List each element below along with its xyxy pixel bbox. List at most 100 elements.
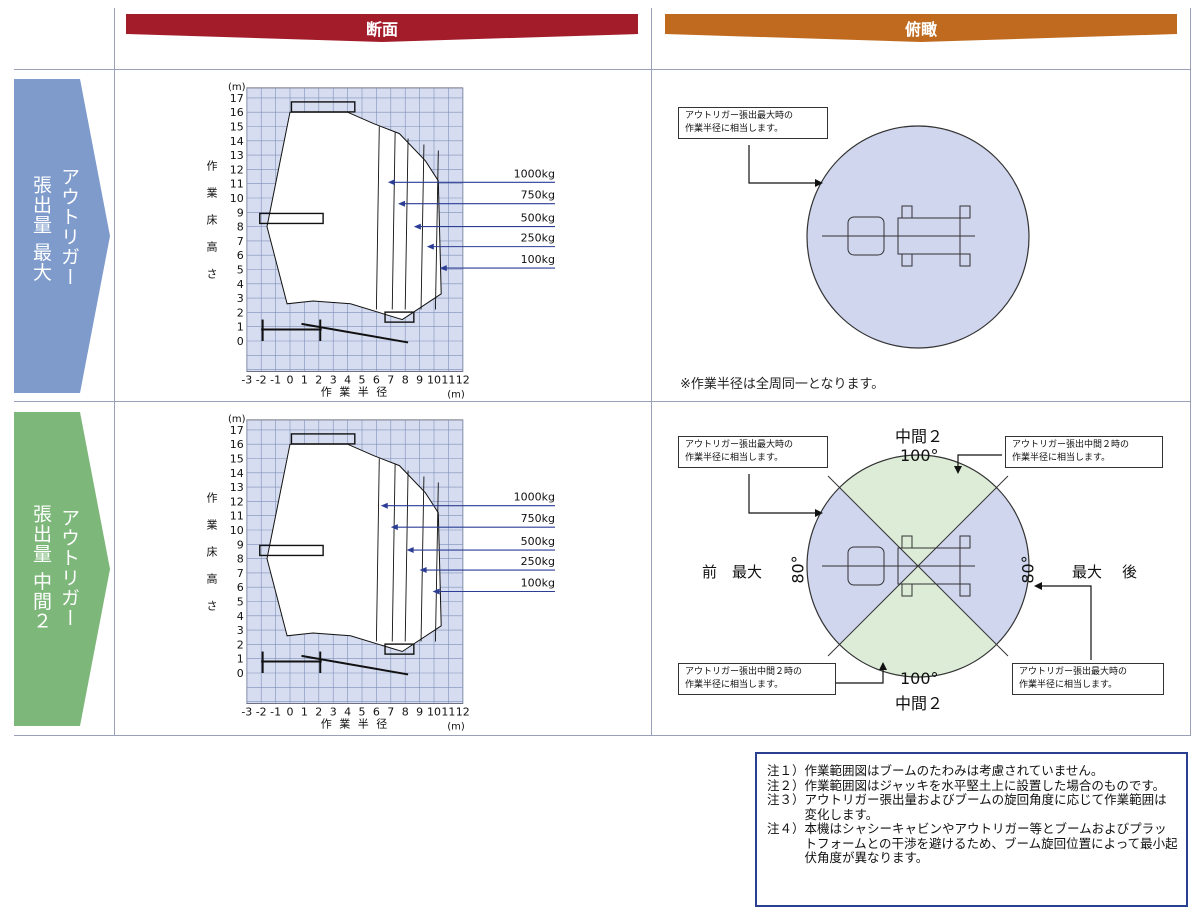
x-tick-label: 6 (373, 374, 380, 387)
y-unit: (m) (228, 82, 246, 93)
label-top-angle: 100° (900, 446, 939, 465)
table-hline-1 (14, 69, 1191, 70)
callout-tl-line2: 作業半径に相当します。 (685, 453, 784, 463)
x-unit: (m) (447, 390, 465, 400)
x-tick-label: 1 (301, 706, 308, 719)
callout-tr-line2: 作業半径に相当します。 (1012, 453, 1111, 463)
x-axis-label: 作 業 半 径 (321, 717, 390, 731)
label-bottom-mid: 中間２ (895, 694, 944, 713)
y-tick-label: 9 (237, 206, 244, 219)
y-tick-label: 2 (237, 306, 244, 319)
work-envelope (266, 443, 442, 653)
x-tick-label: -2 (256, 374, 267, 387)
load-arrow-head (413, 223, 421, 230)
load-label: 1000kg (514, 167, 555, 180)
y-tick-label: 10 (230, 192, 244, 205)
load-arrow-head (439, 265, 447, 272)
x-tick-label: 4 (344, 706, 351, 719)
y-tick-label: 1 (237, 653, 244, 666)
y-axis-label-char: さ (207, 599, 218, 612)
platform-basket (384, 643, 415, 655)
x-tick-label: -1 (270, 706, 281, 719)
y-tick-label: 11 (230, 510, 244, 523)
x-tick-label: 5 (359, 706, 366, 719)
y-tick-label: 7 (237, 235, 244, 248)
label-left-max: 最大 (732, 563, 763, 581)
y-tick-label: 11 (230, 178, 244, 191)
y-tick-label: 14 (230, 467, 244, 480)
y-tick-label: 17 (230, 424, 244, 437)
x-tick-label: 9 (416, 706, 423, 719)
row-mid-line1: アウトリガー (58, 508, 80, 628)
y-tick-label: 13 (230, 149, 244, 162)
y-tick-label: 6 (237, 249, 244, 262)
header-overhead: 俯瞰 (665, 14, 1177, 42)
y-tick-label: 0 (237, 335, 244, 348)
load-label: 250kg (521, 232, 555, 245)
x-tick-label: -3 (241, 374, 252, 387)
x-tick-label: 7 (387, 706, 394, 719)
callout-tl-line1: アウトリガー張出最大時の (685, 440, 794, 450)
y-tick-label: 4 (237, 278, 244, 291)
note-4: 注４）本機はシャシーキャビンやアウトリガー等とブームおよびプラットフォームとの干… (767, 821, 1178, 865)
y-axis-label-char: 高 (207, 571, 218, 585)
load-arrow-head (380, 502, 388, 509)
load-contour (375, 458, 380, 642)
note-2-text: 作業範囲図はジャッキを水平堅土上に設置した場合のものです。 (804, 777, 1166, 793)
note-3: 注３）アウトリガー張出量およびブームの旋回角度に応じて作業範囲は変化します。 (767, 792, 1178, 822)
platform-basket (259, 212, 324, 225)
x-tick-label: 1 (301, 374, 308, 387)
load-label: 1000kg (514, 491, 555, 504)
load-label: 100kg (521, 576, 555, 589)
overhead-footnote: ※作業半径は全周同一となります。 (680, 377, 885, 392)
table-vline-2 (651, 8, 652, 736)
load-contour (391, 464, 396, 642)
callout-tr: アウトリガー張出中間２時の 作業半径に相当します。 (1005, 436, 1163, 468)
load-label: 750kg (521, 189, 555, 202)
callout-max: アウトリガー張出最大時の 作業半径に相当します。 (678, 107, 828, 139)
x-tick-label: 11 (441, 374, 455, 387)
x-tick-label: 8 (402, 706, 409, 719)
y-tick-label: 2 (237, 638, 244, 651)
header-section: 断面 (126, 14, 638, 42)
callout-bl: アウトリガー張出中間２時の 作業半径に相当します。 (678, 663, 836, 695)
load-arrow-head (390, 524, 398, 531)
x-tick-label: 2 (315, 706, 322, 719)
x-tick-label: 8 (402, 374, 409, 387)
callout-br-line2: 作業半径に相当します。 (1019, 680, 1118, 690)
row-max-line2: 張出量 最大 (30, 175, 52, 283)
load-arrow-head (387, 179, 395, 186)
label-top-mid: 中間２ (895, 427, 944, 446)
label-rear: 後 (1122, 563, 1138, 581)
y-tick-label: 16 (230, 438, 244, 451)
truck-icon (822, 205, 975, 267)
table-hline-3 (14, 735, 1191, 736)
y-tick-label: 5 (237, 264, 244, 277)
load-contour (375, 126, 380, 310)
load-contour (404, 470, 409, 642)
label-right-max: 最大 (1072, 563, 1103, 581)
y-tick-label: 9 (237, 538, 244, 551)
label-right-angle: 80° (1018, 555, 1038, 584)
y-tick-label: 7 (237, 567, 244, 580)
overhead-mid-diagram (748, 454, 1092, 684)
load-label: 100kg (521, 253, 555, 266)
row-label-mid: アウトリガー 張出量 中間２ (14, 412, 110, 726)
table-vline-1 (114, 8, 115, 736)
callout-br-line1: アウトリガー張出最大時の (1019, 667, 1128, 677)
x-tick-label: 3 (330, 374, 337, 387)
x-tick-label: 10 (427, 374, 441, 387)
y-axis-label-char: 業 (207, 186, 218, 199)
header-section-label: 断面 (365, 20, 398, 39)
table-hline-2 (14, 401, 1191, 402)
work-radius-circle (806, 125, 1030, 349)
y-tick-label: 10 (230, 524, 244, 537)
label-front: 前 (702, 563, 718, 581)
y-tick-label: 14 (230, 135, 244, 148)
work-radius-circle-mid (806, 454, 1030, 678)
y-axis-label-char: 業 (207, 518, 218, 531)
row-label-max: アウトリガー 張出量 最大 (14, 79, 110, 393)
label-bottom-angle: 100° (900, 669, 939, 688)
